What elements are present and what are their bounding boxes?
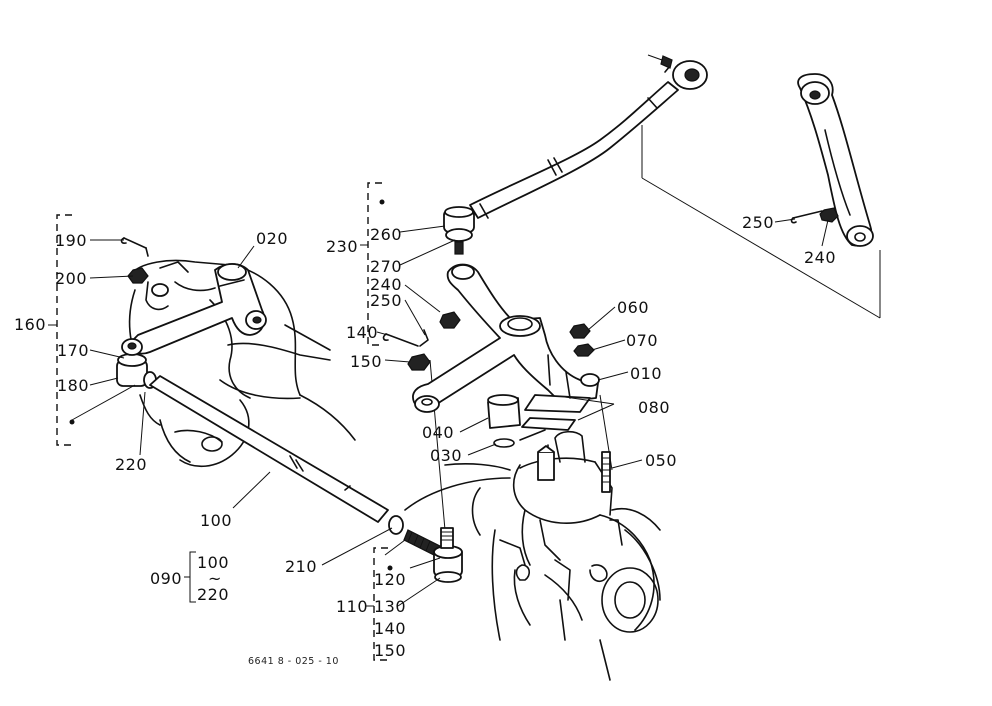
label-inset-240: 240 (804, 248, 836, 267)
callout-labels: 020 190 200 160 170 180 220 100 210 090 … (14, 213, 836, 667)
center-steering-arm (412, 263, 600, 431)
leader-lines (71, 218, 829, 607)
label-110-140: 140 (374, 619, 406, 638)
tie-rod (149, 375, 404, 535)
label-090-from: 100 (197, 553, 229, 572)
label-040: 040 (422, 423, 454, 442)
label-220: 220 (115, 455, 147, 474)
label-100: 100 (200, 511, 232, 530)
left-tie-rod-end (116, 237, 157, 389)
label-090-tilde: ~ (208, 569, 222, 588)
label-010: 010 (630, 364, 662, 383)
label-080: 080 (638, 398, 670, 417)
label-240: 240 (370, 275, 402, 294)
label-inset-250: 250 (742, 213, 774, 232)
label-160: 160 (14, 315, 46, 334)
inset-knuckle-arm (641, 73, 881, 319)
label-090: 090 (150, 569, 182, 588)
right-axle-housing (404, 429, 661, 681)
label-190: 190 (55, 231, 87, 250)
label-260: 260 (370, 225, 402, 244)
label-110: 110 (336, 597, 368, 616)
label-130: 130 (374, 597, 406, 616)
label-060: 060 (617, 298, 649, 317)
label-070: 070 (626, 331, 658, 350)
label-120: 120 (374, 570, 406, 589)
left-steering-arm (127, 263, 267, 355)
left-axle-housing (128, 259, 356, 468)
label-020: 020 (256, 229, 288, 248)
label-030: 030 (430, 446, 462, 465)
drag-link (443, 54, 708, 255)
label-250: 250 (370, 291, 402, 310)
label-150: 150 (350, 352, 382, 371)
label-110-150: 150 (374, 641, 406, 660)
label-200: 200 (55, 269, 87, 288)
label-230: 230 (326, 237, 358, 256)
label-140: 140 (346, 323, 378, 342)
right-tie-rod-end (403, 527, 463, 583)
label-210: 210 (285, 557, 317, 576)
group-brackets (48, 182, 393, 661)
label-090-to: 220 (197, 585, 229, 604)
center-small-parts (382, 311, 611, 493)
label-050: 050 (645, 451, 677, 470)
label-180: 180 (57, 376, 89, 395)
label-170: 170 (57, 341, 89, 360)
drawing-code: 6641 8 - 025 - 10 (248, 656, 339, 667)
label-270: 270 (370, 257, 402, 276)
